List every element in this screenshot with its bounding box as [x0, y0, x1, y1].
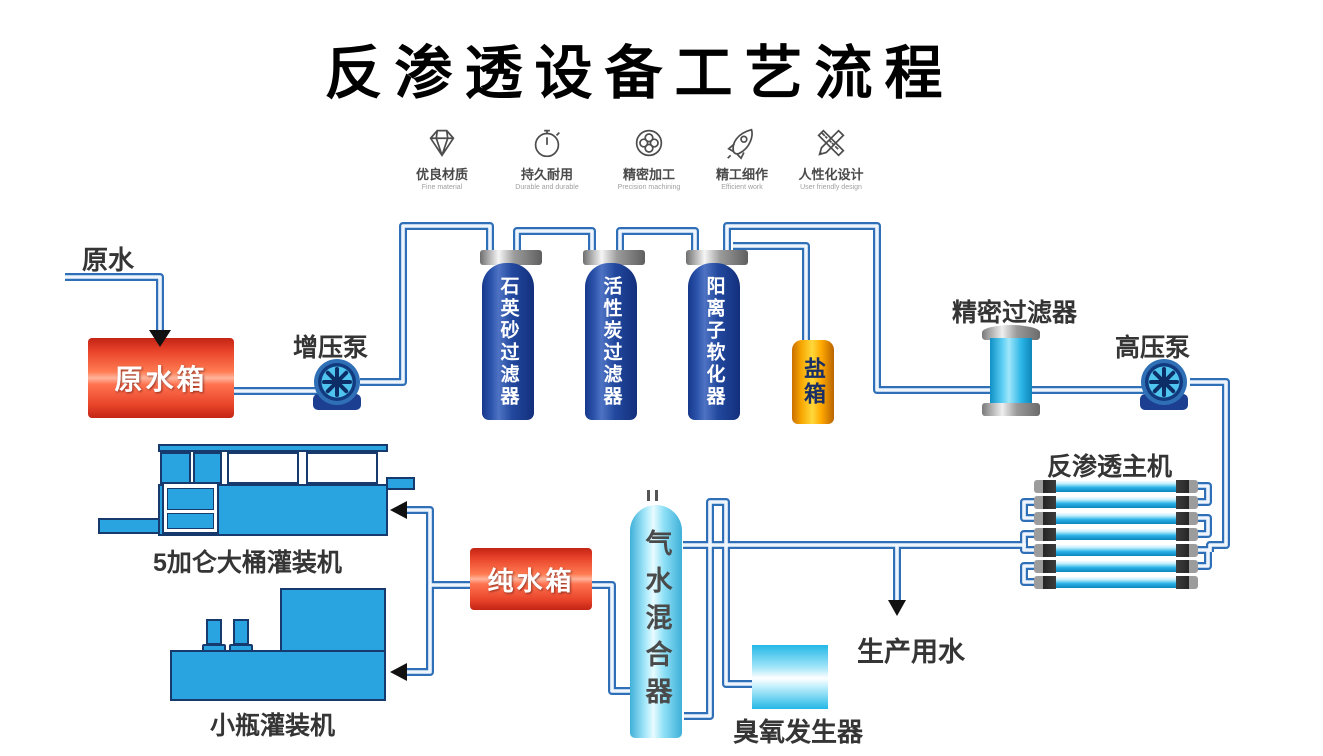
- feature-label: 优良材质: [415, 167, 468, 182]
- feature-sublabel: Durable and durable: [515, 184, 579, 191]
- vent-marks: [655, 490, 658, 501]
- rocket-icon: [727, 128, 753, 160]
- barrel-filler-label: 5加仑大桶灌装机: [153, 549, 342, 577]
- quartz-filter-tank: 石英砂过滤器: [482, 263, 534, 420]
- feature-label: 持久耐用: [520, 167, 573, 182]
- feature-sublabel: Efficient work: [721, 184, 763, 191]
- raw-water-tank: 原水箱: [88, 338, 234, 418]
- bottle-flange: [229, 644, 253, 652]
- page-title: 反渗透设备工艺流程: [324, 41, 955, 106]
- precision-filter-label: 精密过滤器: [952, 299, 1078, 327]
- diamond-icon: [429, 129, 455, 157]
- barrel-filler-outfeed: [386, 477, 415, 490]
- feature-sublabel: Precision machining: [617, 184, 681, 191]
- feature-efficient-work: 精工细作 Efficient work: [686, 124, 798, 191]
- stopwatch-icon: [534, 129, 560, 158]
- precision-icon: [635, 129, 663, 157]
- raw-water-tank-label: 原水箱: [114, 364, 208, 395]
- salt-tank: 盐箱: [792, 340, 834, 424]
- ro-membrane-tube: [1034, 560, 1198, 573]
- ro-membrane-tube: [1034, 512, 1198, 525]
- salt-tank-label: 盐箱: [801, 357, 826, 407]
- barrel-filler-block: [193, 452, 222, 484]
- production-water-label: 生产用水: [857, 637, 965, 667]
- feature-sublabel: User friendly design: [800, 184, 862, 191]
- feature-durable: 持久耐用 Durable and durable: [491, 124, 603, 191]
- bottle: [233, 619, 249, 645]
- ro-membrane-tube: [1034, 544, 1198, 557]
- bottle-filler-label: 小瓶灌装机: [210, 712, 336, 740]
- precision-filter-bottom-cap: [982, 403, 1040, 416]
- gas-water-mixer: 气水混合器: [630, 505, 682, 738]
- barrel-filler-inset-block: [167, 513, 214, 529]
- bottle-filler-base: [170, 650, 386, 701]
- barrel-filler-window: [306, 452, 378, 484]
- barrel-filler-inset-block: [167, 488, 214, 510]
- feature-label: 精工细作: [715, 167, 768, 182]
- quartz-filter-label: 石英砂过滤器: [497, 275, 519, 408]
- ro-membrane-tube: [1034, 528, 1198, 541]
- ro-membrane-tube: [1034, 576, 1198, 589]
- precision-filter-top-cap: [982, 325, 1040, 340]
- feature-sublabel: Fine material: [421, 184, 463, 191]
- feature-label: 精密加工: [622, 167, 675, 182]
- feature-precision-machining: 精密加工 Precision machining: [593, 124, 705, 191]
- ozone-generator-label: 臭氧发生器: [733, 717, 864, 747]
- carbon-filter-tank: 活性炭过滤器: [585, 263, 637, 420]
- raw-water-label: 原水: [82, 245, 135, 275]
- feature-fine-material: 优良材质 Fine material: [386, 124, 498, 191]
- ro-membrane-tube: [1034, 496, 1198, 509]
- precision-filter-body: [990, 338, 1032, 404]
- bottle-flange: [202, 644, 226, 652]
- hp-pump-label: 高压泵: [1115, 334, 1191, 362]
- carbon-filter-label: 活性炭过滤器: [600, 275, 622, 408]
- ozone-generator: [752, 645, 828, 709]
- ro-unit-label: 反渗透主机: [1047, 453, 1173, 481]
- feature-user-friendly: 人性化设计 User friendly design: [775, 124, 887, 191]
- bottle-filler-tower: [280, 588, 386, 652]
- softener-tank: 阳离子软化器: [688, 263, 740, 420]
- bottle: [206, 619, 222, 645]
- vent-marks: [647, 490, 650, 501]
- booster-pump-label: 增压泵: [293, 334, 369, 362]
- gas-water-mixer-label: 气水混合器: [641, 529, 672, 714]
- barrel-filler-conveyor: [98, 518, 160, 534]
- barrel-filler-window: [227, 452, 299, 484]
- design-icon: [817, 129, 845, 157]
- feature-label: 人性化设计: [798, 167, 864, 182]
- pure-water-tank: 纯水箱: [470, 548, 592, 610]
- barrel-filler-block: [160, 452, 191, 484]
- pure-water-tank-label: 纯水箱: [487, 565, 575, 596]
- barrel-filler-topbar: [158, 444, 388, 452]
- softener-label: 阳离子软化器: [703, 275, 725, 408]
